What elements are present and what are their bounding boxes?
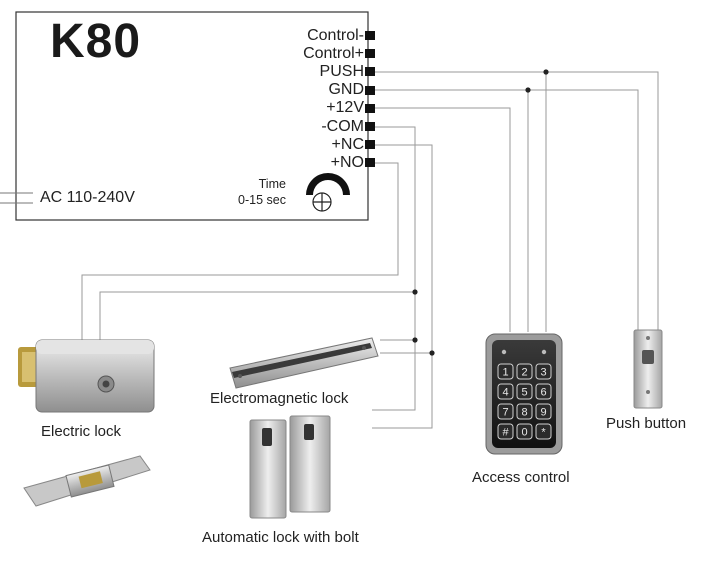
terminal-pad	[365, 122, 375, 131]
svg-text:6: 6	[540, 387, 546, 399]
keypad-key: 2	[516, 363, 533, 380]
svg-text:8: 8	[521, 407, 527, 419]
terminal-label: -COM	[321, 118, 364, 135]
keypad-key: 9	[535, 403, 552, 420]
terminal-pad	[365, 104, 375, 113]
junction-dot	[412, 289, 418, 295]
terminal-blocks	[365, 31, 375, 167]
timer-knob-icon	[306, 173, 350, 212]
wire-nc	[372, 144, 433, 429]
terminal-label: PUSH	[319, 63, 364, 80]
keypad-key: 4	[497, 383, 514, 400]
keypad-key: 0	[516, 423, 533, 440]
electric-lock-image	[18, 339, 155, 413]
svg-text:2: 2	[521, 367, 527, 379]
junction-dot	[412, 337, 418, 343]
wire-com	[372, 126, 416, 411]
wire-no	[81, 162, 399, 343]
svg-text:3: 3	[540, 367, 546, 379]
svg-text:0: 0	[521, 427, 527, 439]
power-label: AC 110-240V	[40, 189, 135, 206]
wire-com-lock	[99, 291, 415, 343]
caption-automatic-lock: Automatic lock with bolt	[202, 529, 359, 546]
wire-gnd	[375, 89, 639, 330]
keypad-keys: 1 2 3 4 5 6 7 8 9 #0 *	[497, 363, 552, 440]
svg-text:*: *	[541, 427, 546, 439]
svg-text:#: #	[502, 427, 509, 439]
svg-text:4: 4	[502, 387, 508, 399]
strike-plate-image	[23, 455, 151, 507]
keypad-key: 6	[535, 383, 552, 400]
terminal-label: +12V	[326, 99, 364, 116]
wire-12v	[375, 107, 511, 332]
keypad-key: 1	[497, 363, 514, 380]
terminal-pad	[365, 49, 375, 58]
keypad-device-image: 1 2 3 4 5 6 7 8 9 #0 *	[485, 333, 563, 455]
timer-range: 0-15 sec	[238, 193, 286, 207]
terminal-label: +NC	[331, 136, 364, 153]
wire-push	[375, 71, 659, 330]
keypad-key: *	[535, 423, 552, 440]
terminal-pad	[365, 86, 375, 95]
keypad-key: 3	[535, 363, 552, 380]
timer-title: Time	[258, 177, 286, 191]
caption-access-control: Access control	[472, 469, 570, 486]
terminal-label: +NO	[330, 154, 364, 171]
timer-label: Time 0-15 sec	[238, 176, 286, 208]
keypad-key: 5	[516, 383, 533, 400]
svg-text:1: 1	[502, 367, 508, 379]
terminal-pad	[365, 31, 375, 40]
svg-text:9: 9	[540, 407, 546, 419]
svg-text:5: 5	[521, 387, 527, 399]
caption-electric-lock: Electric lock	[41, 423, 122, 440]
junction-dot	[543, 69, 549, 75]
terminal-label: GND	[328, 81, 364, 98]
terminal-label: Control-	[307, 27, 364, 44]
controller-model: K80	[50, 15, 142, 68]
terminal-label: Control+	[303, 45, 364, 62]
terminal-pad	[365, 140, 375, 149]
terminal-pad	[365, 158, 375, 167]
bolt-lock-image	[249, 415, 331, 519]
caption-electromagnetic-lock: Electromagnetic lock	[210, 390, 349, 407]
push-button-image	[633, 329, 663, 409]
terminal-pad	[365, 67, 375, 76]
keypad-key: 8	[516, 403, 533, 420]
keypad-key: 7	[497, 403, 514, 420]
svg-text:7: 7	[502, 407, 508, 419]
keypad-key: #	[497, 423, 514, 440]
electromagnetic-lock-image	[229, 337, 379, 389]
caption-push-button: Push button	[606, 415, 687, 432]
junction-dot	[429, 350, 435, 356]
junction-dot	[525, 87, 531, 93]
